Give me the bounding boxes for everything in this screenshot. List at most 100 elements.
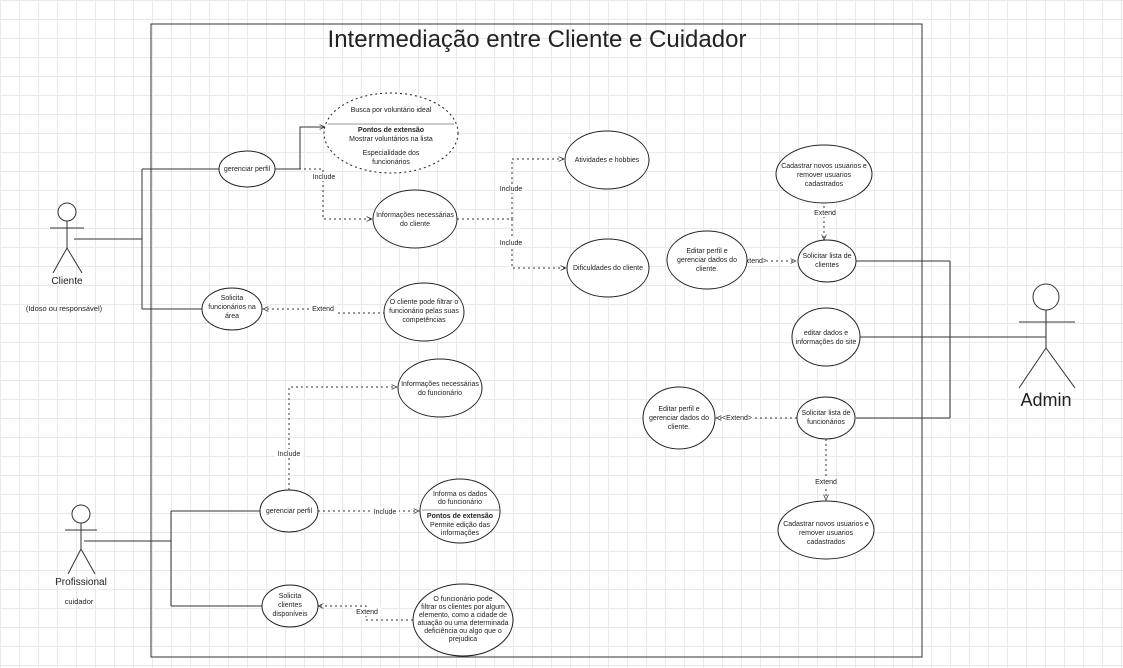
actor-cliente[interactable]: Cliente [50, 202, 84, 287]
svg-text:gerenciar perfil: gerenciar perfil [224, 166, 271, 173]
svg-text:O funcionário pode: O funcionário pode [433, 596, 492, 603]
svg-text:Informações necessárias: Informações necessárias [401, 381, 479, 388]
svg-text:cadastrados: cadastrados [805, 181, 844, 188]
svg-text:Permite edição das: Permite edição das [430, 522, 490, 529]
relation-label-include: Include [371, 507, 399, 516]
svg-text:deficiência ou algo que o: deficiência ou algo que o [424, 628, 502, 635]
relation-label-extend: Extend [309, 304, 337, 313]
svg-text:Include: Include [500, 186, 523, 193]
use-case-cadastrar-remover-usuarios[interactable]: Cadastrar novos usuarios e remover usuar… [775, 144, 873, 204]
svg-text:Solicitar lista de: Solicitar lista de [801, 410, 850, 417]
svg-text:do funcionário: do funcionário [438, 499, 482, 506]
use-case-solicitar-lista-funcionarios[interactable]: Solicitar lista de funcionários [796, 396, 856, 440]
svg-text:O cliente pode filtrar o: O cliente pode filtrar o [390, 299, 459, 306]
svg-text:prejudica: prejudica [449, 636, 478, 643]
extend-solicita-clientes [318, 606, 413, 621]
svg-text:Cadastrar novos usuarios e: Cadastrar novos usuarios e [783, 521, 869, 528]
svg-text:remover usuarios: remover usuarios [799, 530, 854, 537]
admin-association [856, 260, 1046, 419]
relation-label-include: Include [310, 172, 338, 181]
svg-text:Include: Include [500, 240, 523, 247]
svg-text:Pontos de extensão: Pontos de extensão [427, 513, 493, 520]
relation-label-extend: <Extend> [737, 256, 767, 265]
relation-label-extend: Extend [353, 607, 381, 616]
svg-text:Pontos de extensão: Pontos de extensão [358, 127, 424, 134]
stick-figure-icon [50, 202, 84, 274]
svg-text:Include: Include [313, 174, 336, 181]
use-case-gerenciar-perfil-profissional[interactable]: gerenciar perfil [259, 489, 319, 533]
use-case-busca-voluntario[interactable]: Busca por voluntário ideal Pontos de ext… [323, 92, 459, 174]
relation-label-extend: <Extend> [722, 413, 752, 422]
svg-text:área: área [225, 313, 239, 320]
relation-label-include: Include [275, 449, 303, 458]
svg-text:remover usuarios: remover usuarios [797, 172, 852, 179]
use-case-informa-dados-funcionario[interactable]: Informa os dados do funcionário Pontos d… [419, 478, 501, 544]
association-to-busca [274, 127, 325, 170]
use-case-informacoes-cliente[interactable]: Informações necessárias do cliente [372, 189, 458, 249]
svg-text:Busca por voluntário ideal: Busca por voluntário ideal [351, 107, 432, 114]
svg-text:funcionários: funcionários [807, 419, 845, 426]
svg-text:Cadastrar novos usuarios e: Cadastrar novos usuarios e [781, 163, 867, 170]
use-case-funcionario-filtrar[interactable]: O funcionário pode filtrar os clientes p… [412, 583, 514, 657]
relation-label-include: Include [497, 184, 525, 193]
svg-text:<Extend>: <Extend> [737, 258, 767, 265]
actor-label: Cliente [51, 276, 83, 287]
stick-figure-icon [1018, 283, 1076, 389]
svg-text:Informações necessárias: Informações necessárias [376, 212, 454, 219]
svg-text:filtrar os clientes por algum: filtrar os clientes por algum [421, 604, 505, 611]
svg-text:cliente.: cliente. [668, 424, 690, 431]
svg-text:Editar perfil e: Editar perfil e [686, 248, 727, 255]
svg-text:Dificuldades do cliente: Dificuldades do cliente [573, 265, 643, 272]
include-dificuldades [511, 219, 566, 268]
include-info-funcionario [288, 387, 397, 490]
svg-text:gerenciar perfil: gerenciar perfil [266, 508, 313, 515]
relation-label-include: Include [497, 238, 525, 247]
svg-text:cadastrados: cadastrados [807, 539, 846, 546]
svg-text:Solicita: Solicita [279, 593, 302, 600]
use-case-cliente-filtrar[interactable]: O cliente pode filtrar o funcionário pel… [383, 282, 465, 342]
profissional-association [84, 510, 262, 607]
svg-text:Extend: Extend [815, 479, 837, 486]
svg-text:gerenciar dados do: gerenciar dados do [677, 257, 737, 264]
use-case-editar-perfil-funcionario[interactable]: Editar perfil e gerenciar dados do clien… [642, 386, 716, 450]
svg-text:elemento, como a cidade de: elemento, como a cidade de [419, 612, 507, 619]
svg-text:funcionários na: funcionários na [208, 304, 256, 311]
actor-note: (Idoso ou responsável) [26, 304, 103, 313]
svg-text:clientes: clientes [278, 602, 302, 609]
svg-text:cliente.: cliente. [696, 266, 718, 273]
relation-label-extend: Extend [811, 208, 839, 217]
svg-text:editar dados e: editar dados e [804, 330, 848, 337]
actor-admin[interactable]: Admin [1018, 283, 1076, 410]
svg-text:funcionários: funcionários [372, 159, 410, 166]
svg-text:<Extend>: <Extend> [722, 415, 752, 422]
svg-text:Solicita: Solicita [221, 295, 244, 302]
use-case-gerenciar-perfil-cliente[interactable]: gerenciar perfil [218, 150, 276, 188]
svg-text:Extend: Extend [312, 306, 334, 313]
svg-text:Include: Include [374, 509, 397, 516]
svg-text:Atividades e hobbies: Atividades e hobbies [575, 157, 640, 164]
relation-label-extend: Extend [812, 477, 840, 486]
svg-text:do cliente: do cliente [400, 221, 430, 228]
use-case-editar-dados-site[interactable]: editar dados e informações do site [791, 307, 861, 367]
use-case-cadastrar-remover-usuarios-2[interactable]: Cadastrar novos usuarios e remover usuar… [777, 500, 875, 560]
svg-text:atuação ou uma determinada: atuação ou uma determinada [417, 620, 508, 627]
svg-text:informações do site: informações do site [796, 339, 857, 346]
actor-profissional[interactable]: Profissional [55, 504, 107, 588]
use-case-atividades-hobbies[interactable]: Atividades e hobbies [564, 130, 650, 190]
use-case-dificuldades-cliente[interactable]: Dificuldades do cliente [566, 238, 650, 298]
use-case-info-funcionario[interactable]: Informações necessárias do funcionário [397, 358, 483, 418]
use-case-editar-perfil-cliente[interactable]: Editar perfil e gerenciar dados do clien… [666, 230, 748, 290]
svg-text:Extend: Extend [814, 210, 836, 217]
actor-label: Admin [1020, 390, 1071, 410]
use-case-solicita-funcionarios[interactable]: Solicita funcionários na área [201, 287, 263, 331]
use-case-solicitar-lista-clientes[interactable]: Solicitar lista de clientes [797, 239, 857, 283]
svg-text:clientes: clientes [815, 262, 839, 269]
use-case-solicita-clientes[interactable]: Solicita clientes disponíveis [261, 584, 319, 628]
svg-text:Especialidade dos: Especialidade dos [363, 150, 420, 157]
cliente-association [74, 168, 226, 310]
svg-text:Mostrar voluntários na lista: Mostrar voluntários na lista [349, 136, 433, 143]
svg-text:disponíveis: disponíveis [272, 611, 308, 618]
svg-text:Extend: Extend [356, 609, 378, 616]
svg-text:funcionário pelas suas: funcionário pelas suas [389, 308, 459, 315]
